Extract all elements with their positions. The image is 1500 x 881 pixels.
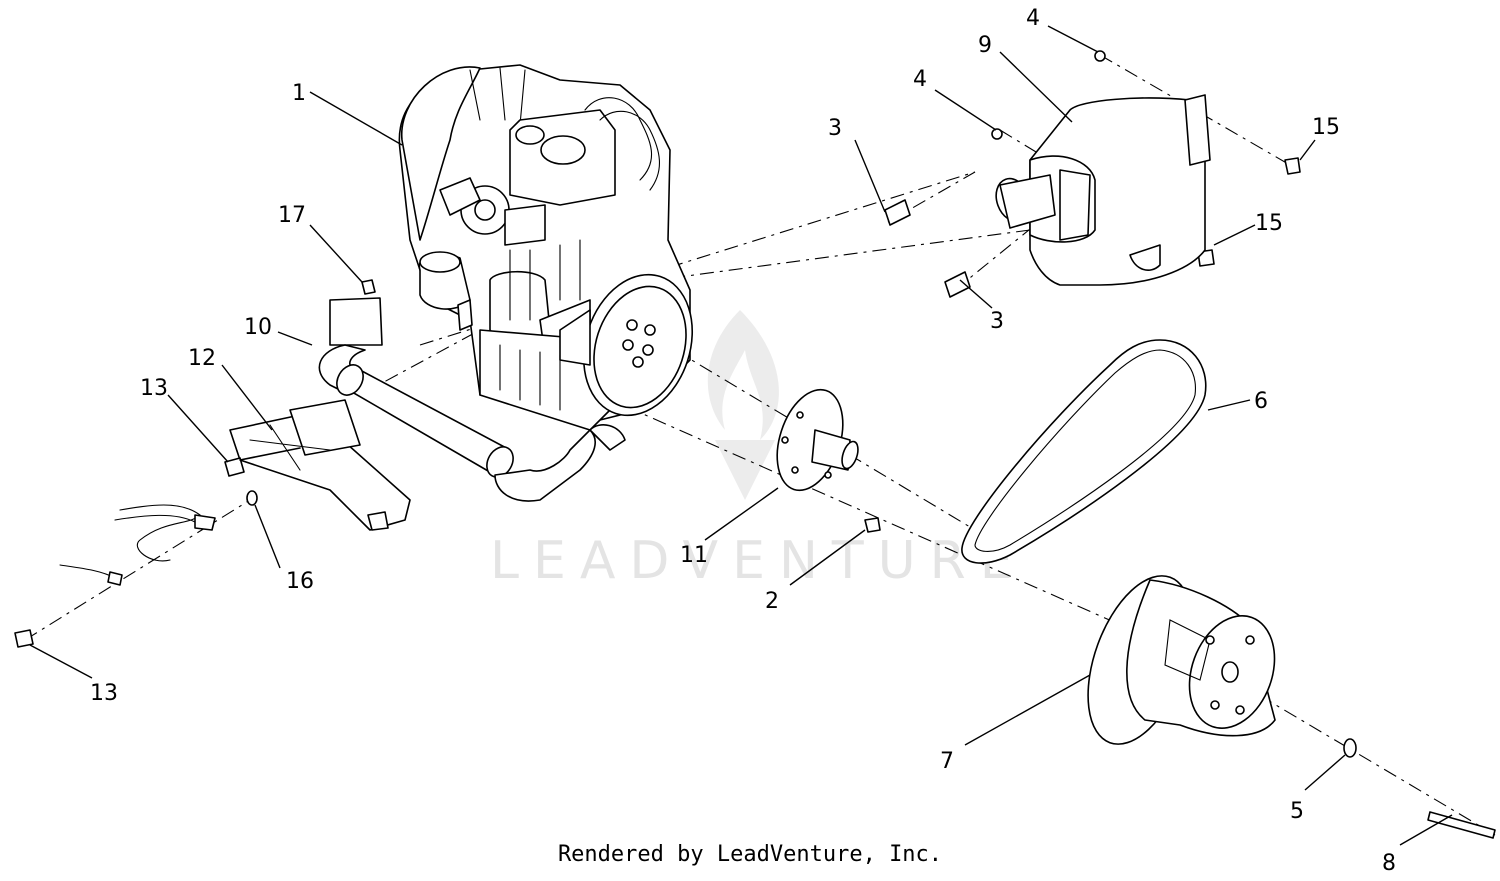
spring-3-upper: [884, 199, 911, 226]
drive-belt: [961, 339, 1207, 564]
watermark-flame-logo: [707, 310, 779, 500]
callout-1: 1: [292, 81, 306, 106]
callout-16: 16: [286, 569, 314, 594]
callout-9: 9: [978, 33, 992, 58]
exhaust-bracket: [229, 399, 411, 531]
nut-4-lower: [991, 128, 1003, 140]
exhaust-pipe: [318, 297, 626, 502]
callout-4b: 4: [913, 67, 927, 92]
fastener-17: [361, 279, 376, 295]
callout-10: 10: [244, 315, 272, 340]
callout-15b: 15: [1255, 211, 1283, 236]
washer-16: [246, 490, 258, 506]
watermark: LEADVENTURE: [490, 310, 1027, 591]
spring-3-lower: [944, 271, 971, 298]
callout-labels: 1 2 3 3 4 4 5 6 7 8 9 10 11 12 13 13 15 …: [90, 6, 1396, 876]
callout-3b: 3: [990, 309, 1004, 334]
callout-4a: 4: [1026, 6, 1040, 31]
callout-8: 8: [1382, 851, 1396, 876]
watermark-text: LEADVENTURE: [490, 531, 1027, 591]
callout-15a: 15: [1312, 115, 1340, 140]
callout-12: 12: [188, 346, 216, 371]
callout-17: 17: [278, 203, 306, 228]
callout-7: 7: [940, 749, 954, 774]
sensor-wire: [59, 504, 216, 586]
footer-credit: Rendered by LeadVenture, Inc.: [557, 842, 943, 867]
callout-6: 6: [1254, 389, 1268, 414]
leader-lines: [29, 25, 1453, 846]
bolt-2: [864, 517, 881, 533]
nut-4-upper: [1094, 50, 1106, 62]
callout-13b: 13: [90, 681, 118, 706]
engine-assembly: [398, 64, 694, 431]
washer-5: [1343, 738, 1357, 758]
clutch-assembly: [1087, 575, 1276, 745]
callout-3a: 3: [828, 116, 842, 141]
bolt-15-upper: [1284, 157, 1301, 175]
callout-2: 2: [765, 589, 779, 614]
muffler: [995, 94, 1211, 286]
bolt-13-lower: [14, 629, 34, 648]
bolt-8: [1427, 811, 1496, 839]
callout-13a: 13: [140, 376, 168, 401]
bolt-13-upper: [224, 447, 301, 477]
callout-11: 11: [680, 543, 708, 568]
drive-hub: [776, 388, 859, 492]
callout-5: 5: [1290, 799, 1304, 824]
